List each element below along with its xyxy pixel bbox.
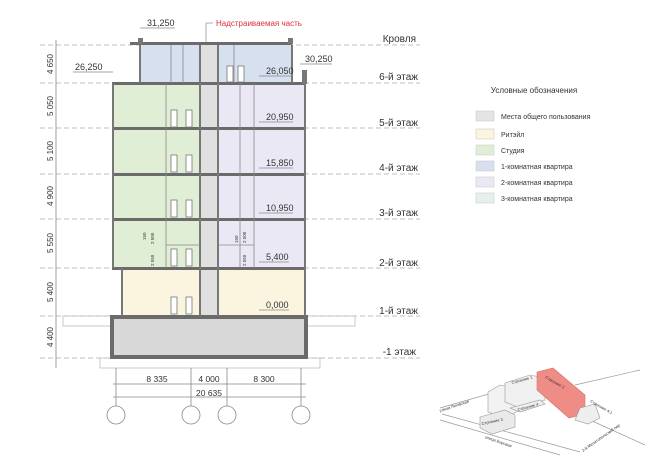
dim-height: 4 650 — [46, 53, 55, 74]
level-lines — [40, 44, 420, 359]
svg-text:6-й этаж: 6-й этаж — [379, 72, 418, 83]
svg-text:2-комнатная квартира: 2-комнатная квартира — [501, 180, 573, 187]
svg-text:20,950: 20,950 — [266, 112, 294, 122]
svg-text:15,850: 15,850 — [266, 158, 294, 168]
svg-text:Строение 3: Строение 3 — [481, 416, 504, 426]
svg-text:3-й этаж: 3-й этаж — [379, 208, 418, 219]
walls — [112, 38, 307, 316]
svg-text:20 635: 20 635 — [196, 388, 222, 398]
basement — [112, 316, 307, 358]
dim-height: 5 100 — [46, 140, 55, 161]
inner-dimensions: 150 2 500 2 550 150 2 500 2 550 — [142, 231, 247, 266]
svg-text:3-комнатная квартира: 3-комнатная квартира — [501, 196, 573, 203]
svg-text:Ритэйл: Ритэйл — [501, 131, 524, 139]
dim-height: 4 900 — [46, 185, 55, 206]
slabs — [110, 42, 308, 359]
svg-text:2-й Мелитопольский пер: 2-й Мелитопольский пер — [581, 422, 622, 453]
elevation-left-parapet: 26,250 — [75, 62, 103, 72]
svg-text:2 500: 2 500 — [242, 231, 247, 243]
doors — [170, 65, 245, 315]
svg-text:Строение 4: Строение 4 — [517, 401, 540, 412]
unit-fills — [112, 45, 307, 358]
svg-text:2 550: 2 550 — [150, 254, 155, 266]
svg-text:5,400: 5,400 — [266, 252, 289, 262]
one-room-roof — [140, 45, 200, 83]
svg-text:5-й этаж: 5-й этаж — [379, 118, 418, 129]
superstructure-label: Надстраиваемая часть — [216, 19, 302, 28]
floor-labels: Кровля 6-й этаж 5-й этаж 4-й этаж 3-й эт… — [379, 34, 418, 358]
bottom-dimensions: 8 335 4 000 8 300 20 635 — [106, 368, 311, 425]
dim-height: 5 050 — [46, 95, 55, 116]
dim-height: 5 400 — [46, 281, 55, 302]
svg-text:улица Боровая: улица Боровая — [485, 434, 513, 448]
svg-text:-1 этаж: -1 этаж — [383, 347, 417, 358]
dim-height: 5 550 — [46, 232, 55, 253]
svg-text:26,050: 26,050 — [266, 66, 294, 76]
svg-text:10,950: 10,950 — [266, 203, 294, 213]
site-plan: Строение 1 Строение 2 Строение 3 Строени… — [439, 367, 646, 456]
svg-text:8 300: 8 300 — [253, 374, 275, 384]
svg-text:4-й этаж: 4-й этаж — [379, 163, 418, 174]
legend-title: Условные обозначения — [491, 86, 577, 95]
svg-text:Студия: Студия — [501, 148, 525, 155]
svg-text:0,000: 0,000 — [266, 300, 289, 310]
axis-marker — [217, 405, 237, 425]
axis-marker — [181, 405, 201, 425]
elevation-top: 31,250 — [147, 18, 175, 28]
elevation-right-parapet: 30,250 — [305, 54, 333, 64]
retail-unit-right — [218, 268, 305, 316]
axis-marker — [291, 405, 311, 425]
svg-text:1-комнатная квартира: 1-комнатная квартира — [501, 164, 573, 171]
svg-text:улица Лиговская: улица Лиговская — [439, 399, 470, 413]
svg-text:2 550: 2 550 — [242, 254, 247, 266]
dim-height: 4 400 — [46, 326, 55, 347]
svg-text:150: 150 — [234, 235, 239, 243]
svg-text:Места общего пользования: Места общего пользования — [501, 113, 591, 121]
svg-text:2-й этаж: 2-й этаж — [379, 258, 418, 269]
svg-text:8 335: 8 335 — [146, 374, 168, 384]
height-dimensions: 4 650 5 050 5 100 4 900 5 550 5 400 4 40… — [46, 40, 57, 368]
axis-marker — [106, 405, 126, 425]
svg-text:4 000: 4 000 — [198, 374, 220, 384]
svg-text:Строение 1: Строение 1 — [511, 374, 534, 385]
core — [200, 45, 218, 316]
legend: Условные обозначения Места общего пользо… — [475, 86, 591, 204]
elevation-marks: 31,250 26,250 30,250 26,050 20,950 15,85… — [73, 18, 333, 311]
svg-text:150: 150 — [142, 232, 147, 240]
svg-text:2 500: 2 500 — [150, 232, 155, 244]
svg-text:1-й этаж: 1-й этаж — [379, 306, 418, 317]
svg-text:Кровля: Кровля — [383, 34, 416, 45]
